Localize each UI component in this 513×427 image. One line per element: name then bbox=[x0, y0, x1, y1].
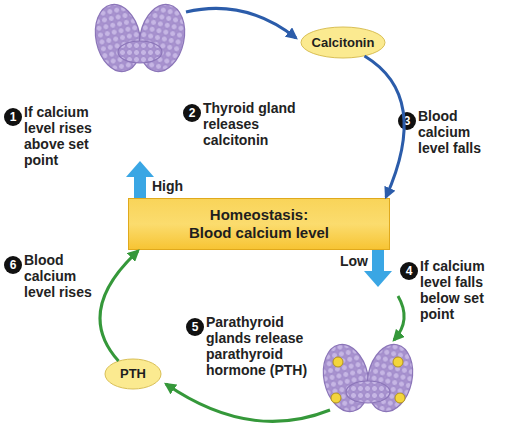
step-text: If calcium level rises above set point bbox=[24, 104, 116, 168]
cycle-arrow bbox=[365, 56, 405, 197]
low-arrow bbox=[364, 250, 392, 287]
callout-number: 1 bbox=[4, 108, 22, 126]
high-arrow bbox=[126, 161, 154, 198]
homeostasis-box: Homeostasis:Blood calcium level bbox=[128, 198, 390, 250]
hormone-oval-fill bbox=[105, 359, 161, 389]
cycle-arrow bbox=[166, 384, 330, 421]
step-text: High bbox=[152, 178, 202, 194]
step-text: Blood calcium level rises bbox=[24, 252, 106, 300]
node-title: PTH bbox=[120, 366, 146, 382]
callout-number: 3 bbox=[398, 112, 416, 130]
node-title: Calcitonin bbox=[312, 35, 375, 51]
cycle-arrow bbox=[100, 251, 138, 361]
cycle-arrow bbox=[186, 8, 296, 38]
step-text: If calcium level falls below set point bbox=[420, 258, 510, 322]
step-text: Blood calcium level falls bbox=[418, 108, 498, 156]
callout-number: 5 bbox=[186, 318, 204, 336]
cycle-arrow bbox=[394, 296, 404, 340]
callout-number: 6 bbox=[4, 256, 22, 274]
callout-number: 2 bbox=[183, 104, 201, 122]
thyroid-gland bbox=[89, 0, 190, 76]
node-body: Blood calcium level bbox=[189, 224, 329, 242]
step-text: Parathyroid glands release parathyroid h… bbox=[206, 314, 320, 378]
parathyroid-glands bbox=[317, 340, 418, 416]
homeostasis-box-fill bbox=[129, 199, 390, 250]
hormone-oval-fill bbox=[301, 27, 385, 58]
hormone-oval: PTH bbox=[104, 358, 162, 390]
step-text: Thyroid gland releases calcitonin bbox=[203, 100, 313, 148]
hormone-oval: Calcitonin bbox=[300, 26, 386, 59]
node-title: Homeostasis: bbox=[210, 206, 308, 224]
step-text: Low bbox=[340, 253, 380, 269]
callout-number: 4 bbox=[400, 262, 418, 280]
